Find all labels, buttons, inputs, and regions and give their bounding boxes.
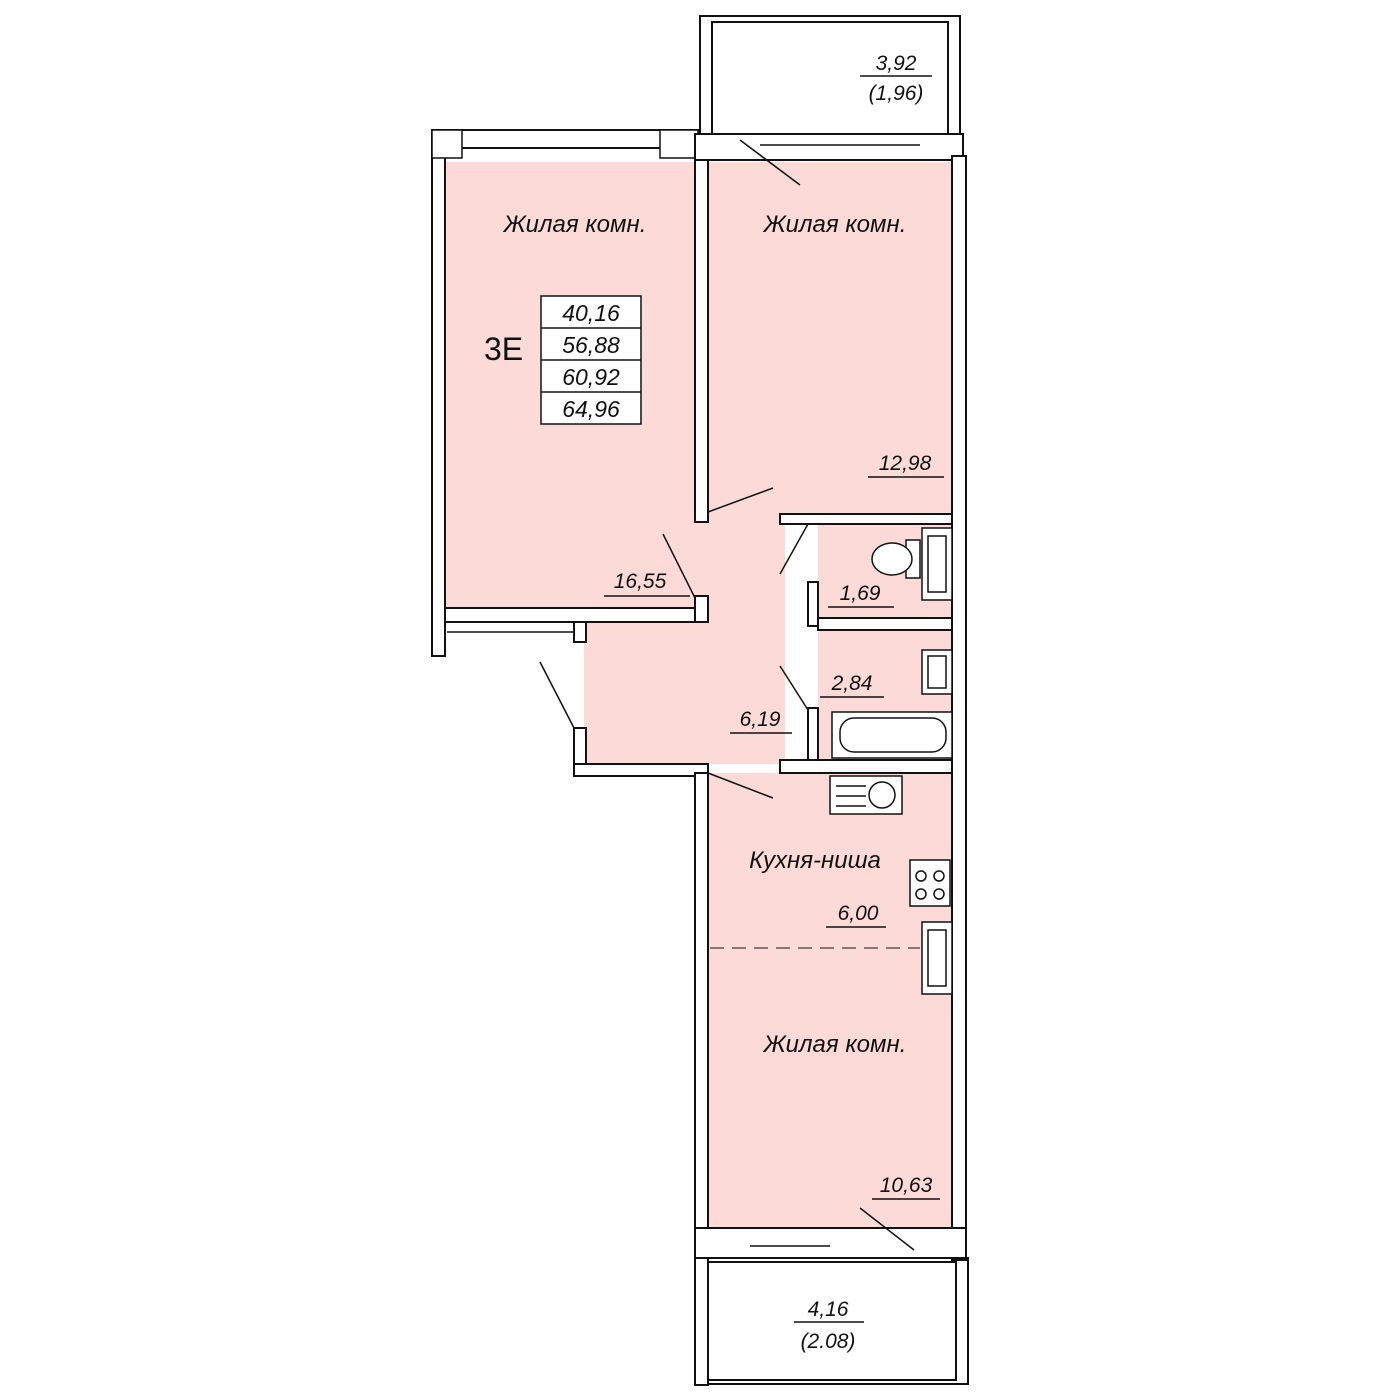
bathtub-icon xyxy=(831,711,953,759)
floor-fills xyxy=(445,162,952,1227)
washbasin-icon xyxy=(921,649,953,695)
area-hall: 6,19 xyxy=(740,708,781,731)
fixtures xyxy=(829,527,953,995)
area-living-left: 16,55 xyxy=(614,570,667,593)
area-balcony-bottom-reduced: (2.08) xyxy=(801,1330,856,1353)
area-balcony-top-reduced: (1,96) xyxy=(869,82,924,105)
area-balcony-bottom: 4,16 xyxy=(808,1298,849,1321)
floor-living-top-right[interactable] xyxy=(708,162,952,514)
area-toilet: 1,69 xyxy=(840,582,881,605)
area-balcony-top: 3,92 xyxy=(876,52,917,75)
area-table-row-2: 56,88 xyxy=(562,332,620,358)
toilet-bowl-icon xyxy=(871,539,921,579)
area-table-row-3: 60,92 xyxy=(562,364,620,390)
area-table-row-1: 40,16 xyxy=(562,300,620,326)
radiator-kitchen-icon xyxy=(921,921,953,995)
area-table-row-4: 64,96 xyxy=(562,396,620,422)
radiator-icon xyxy=(921,527,953,601)
apartment-code: 3E xyxy=(484,331,523,367)
floor-hall-link xyxy=(695,514,785,764)
room-name-living-left: Жилая комн. xyxy=(503,211,647,238)
walls xyxy=(431,129,967,1386)
floor-kitchen-living[interactable] xyxy=(708,773,952,1227)
balcony-bottom xyxy=(695,1257,969,1385)
area-living-bottom: 10,63 xyxy=(880,1174,933,1197)
area-kitchen: 6,00 xyxy=(838,902,879,925)
area-living-top-right: 12,98 xyxy=(879,452,932,475)
balcony-top xyxy=(699,15,961,135)
area-table: 40,16 56,88 60,92 64,96 xyxy=(540,295,642,425)
stove-icon xyxy=(909,859,951,907)
area-bathroom: 2,84 xyxy=(831,672,873,695)
room-name-living-top-right: Жилая комн. xyxy=(763,211,907,238)
door-swings xyxy=(539,139,915,1251)
kitchen-sink-icon xyxy=(829,775,903,815)
room-name-kitchen: Кухня-ниша xyxy=(749,847,881,874)
room-name-living-bottom: Жилая комн. xyxy=(763,1031,907,1058)
